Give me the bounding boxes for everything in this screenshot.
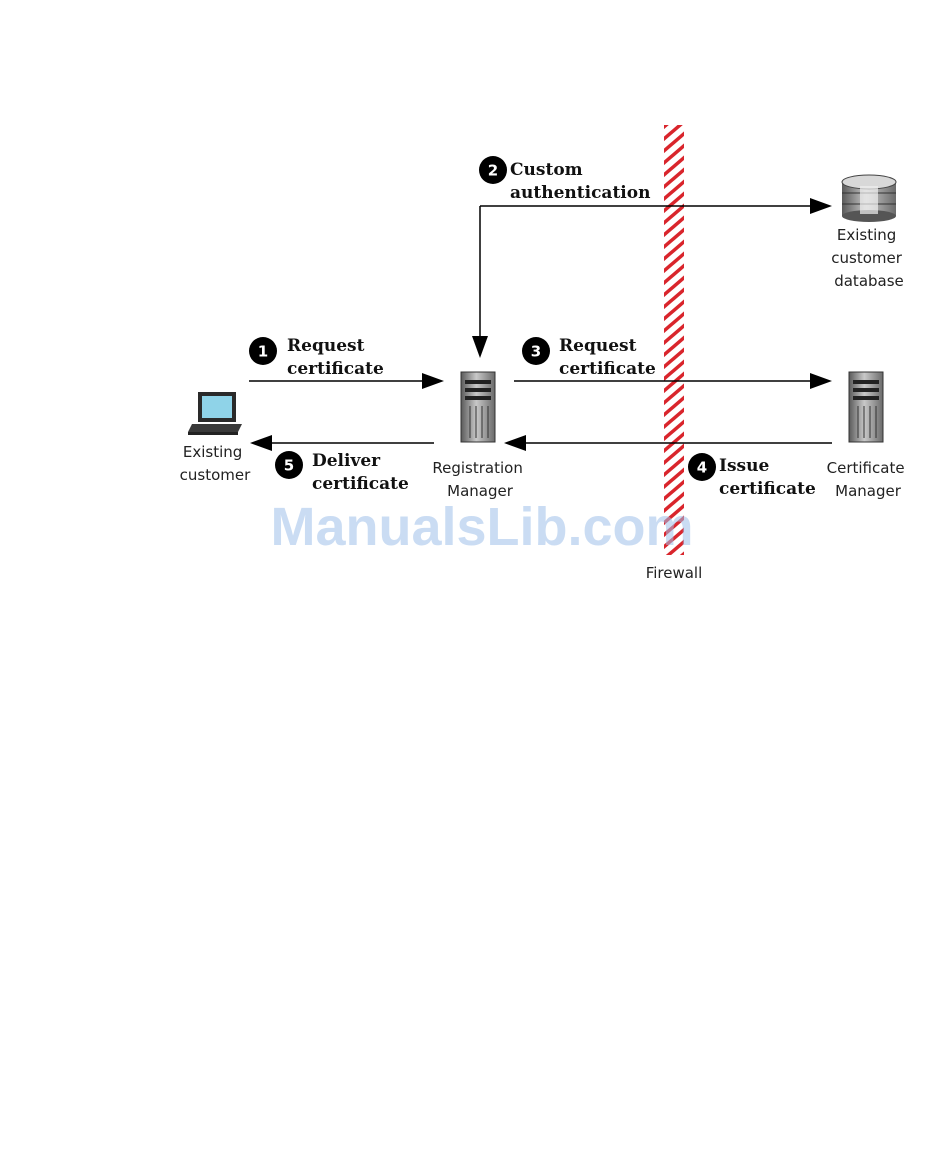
registration-manager-label: Registration Manager — [432, 459, 527, 500]
step-1-number: 1 — [258, 343, 268, 361]
arrow-step4-head — [504, 435, 526, 451]
firewall-label: Firewall — [646, 564, 703, 582]
step-1-label-line2: certificate — [287, 359, 384, 379]
step-4-label-line1: Issue — [719, 456, 769, 476]
watermark-text: ManualsLib.com — [270, 497, 693, 557]
arrow-custom-auth-down-head — [472, 336, 488, 358]
firewall-bar — [664, 125, 684, 555]
step-2-label-line1: Custom — [510, 160, 583, 180]
database-label-line3: database — [834, 272, 904, 290]
step-1-label-line1: Request — [287, 336, 365, 356]
step-2-label: Custom authentication — [510, 160, 650, 203]
step-2-number: 2 — [488, 162, 498, 180]
step-5-label-line2: certificate — [312, 474, 409, 494]
step-2: 2 Custom authentication — [479, 156, 650, 203]
certificate-manager-label-line2: Manager — [835, 482, 902, 500]
laptop-icon — [188, 392, 242, 435]
database-label-line1: Existing — [837, 226, 896, 244]
registration-manager-label-line1: Registration — [432, 459, 522, 477]
arrows — [249, 198, 832, 451]
step-5: 5 Deliver certificate — [275, 451, 409, 494]
step-4-number: 4 — [697, 459, 707, 477]
step-3: 3 Request certificate — [522, 336, 656, 379]
registration-server-icon — [461, 372, 495, 442]
database-icon — [842, 175, 896, 222]
step-2-label-line2: authentication — [510, 183, 650, 203]
arrow-custom-auth-head — [810, 198, 832, 214]
arrow-step3-head — [810, 373, 832, 389]
step-3-number: 3 — [531, 343, 541, 361]
step-3-label-line1: Request — [559, 336, 637, 356]
step-3-label: Request certificate — [559, 336, 656, 379]
step-4: 4 Issue certificate — [688, 453, 816, 499]
step-3-label-line2: certificate — [559, 359, 656, 379]
arrow-step1-head — [422, 373, 444, 389]
step-4-label-line2: certificate — [719, 479, 816, 499]
arrow-step5-head — [250, 435, 272, 451]
customer-label-line2: customer — [180, 466, 251, 484]
step-4-label: Issue certificate — [719, 456, 816, 499]
certificate-manager-label-line1: Certificate — [827, 459, 905, 477]
database-label: Existing customer database — [831, 226, 906, 290]
step-1-label: Request certificate — [287, 336, 384, 379]
certificate-manager-label: Certificate Manager — [827, 459, 910, 500]
step-5-number: 5 — [284, 457, 294, 475]
customer-label-line1: Existing — [183, 443, 242, 461]
database-label-line2: customer — [831, 249, 902, 267]
certificate-server-icon — [849, 372, 883, 442]
step-5-label: Deliver certificate — [312, 451, 409, 494]
step-5-label-line1: Deliver — [312, 451, 381, 471]
step-1: 1 Request certificate — [249, 336, 384, 379]
customer-label: Existing customer — [180, 443, 251, 484]
